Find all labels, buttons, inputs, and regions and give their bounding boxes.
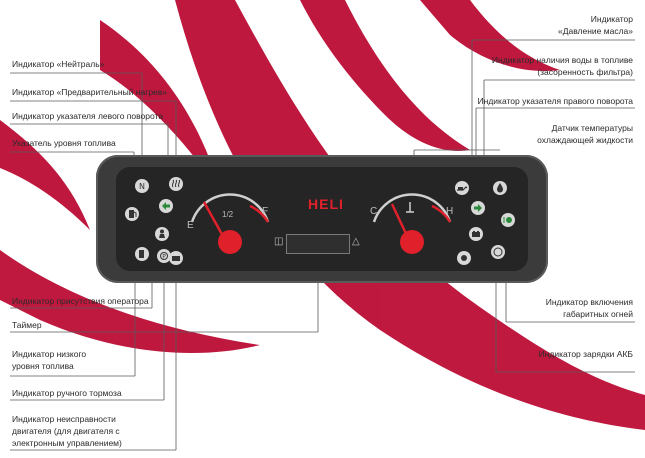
fuel-gauge-empty-tick: E — [187, 220, 194, 231]
label-left-turn-indicator: Индикатор указателя левого поворота — [12, 111, 164, 121]
water-in-fuel-icon — [493, 181, 507, 195]
fuel-level-icon — [125, 207, 139, 221]
parking-brake-icon: P — [157, 249, 171, 263]
right-turn-icon — [471, 201, 485, 215]
label-clearance-lights-line2: габаритных огней — [563, 309, 633, 319]
label-fuel-level-gauge: Указатель уровня топлива — [12, 138, 116, 148]
label-engine-fault-line3: электронным управлением) — [12, 438, 122, 448]
label-low-fuel-line2: уровня топлива — [12, 361, 74, 371]
label-timer: Таймер — [12, 320, 42, 330]
operator-presence-icon — [155, 227, 169, 241]
svg-text:P: P — [162, 254, 166, 261]
label-oil-pressure-line1: Индикатор — [590, 14, 633, 24]
label-water-in-fuel-line2: (засоренность фильтра) — [537, 67, 633, 77]
timer-right-icon: △ — [352, 236, 360, 247]
low-fuel-icon — [135, 247, 149, 261]
label-low-fuel-line1: Индикатор низкого — [12, 349, 87, 359]
timer-left-icon: ◫ — [274, 236, 284, 247]
clearance-lights-icon — [501, 213, 515, 227]
neutral-icon: N — [135, 179, 149, 193]
label-battery-charge: Индикатор зарядки АКБ — [538, 349, 633, 359]
service-icon — [457, 251, 471, 265]
label-oil-pressure-line2: «Давление масла» — [558, 26, 633, 36]
coolant-temp-gauge — [372, 193, 452, 254]
label-engine-fault-line1: Индикатор неисправности — [12, 414, 116, 424]
label-coolant-temp-line1: Датчик температуры — [551, 123, 633, 133]
label-right-turn-indicator: Индикатор указателя правого поворота — [477, 96, 633, 106]
fuel-gauge-half-tick: 1/2 — [222, 210, 234, 219]
label-parking-brake: Индикатор ручного тормоза — [12, 388, 122, 398]
label-water-in-fuel-line1: Индикатор наличия воды в топливе — [491, 55, 633, 65]
label-operator-presence: Индикатор присутствия оператора — [12, 296, 149, 306]
oil-pressure-icon — [455, 181, 469, 195]
preheat-icon — [169, 177, 183, 191]
label-clearance-lights-line1: Индикатор включения — [545, 297, 633, 307]
label-neutral-indicator: Индикатор «Нейтраль» — [12, 59, 105, 69]
brand-logo: HELI — [308, 196, 344, 212]
engine-fault-icon — [169, 251, 183, 265]
label-coolant-temp-line2: охлаждающей жидкости — [537, 135, 633, 145]
fuel-gauge-full-tick: F — [262, 206, 269, 217]
label-preheat-indicator: Индикатор «Предварительный нагрев» — [12, 87, 168, 97]
battery-charge-icon — [469, 227, 483, 241]
left-turn-icon — [159, 199, 173, 213]
svg-text:N: N — [139, 182, 145, 191]
warning-icon — [491, 245, 505, 259]
coolant-gauge-hot-tick: H — [446, 206, 454, 217]
timer-display — [286, 234, 350, 254]
coolant-gauge-cold-tick: C — [370, 206, 378, 217]
label-engine-fault-line2: двигателя (для двигателя с — [12, 426, 120, 436]
fuel-gauge — [190, 193, 270, 254]
